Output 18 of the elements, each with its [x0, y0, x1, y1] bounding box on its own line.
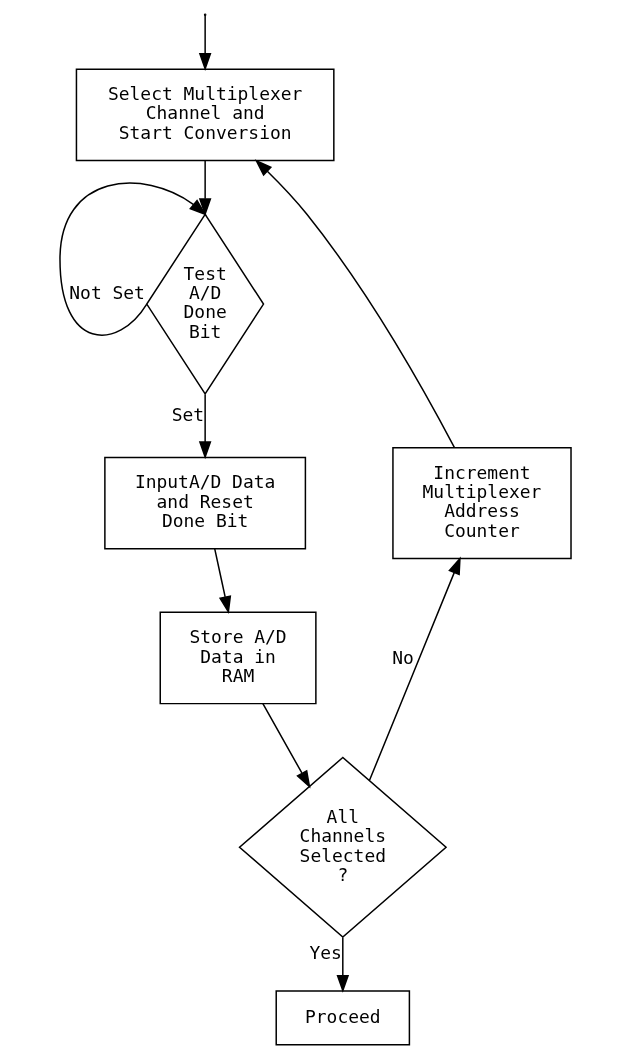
- edge-label: Not Set: [69, 282, 145, 304]
- edge-label: Set: [171, 403, 205, 425]
- node-box: Increment Multiplexer Address Counter: [392, 447, 572, 560]
- node-diamond: All Channels Selected ?: [238, 756, 448, 939]
- arrow: [254, 159, 456, 449]
- node-diamond: Test A/D Done Bit: [145, 212, 265, 396]
- arrow: [336, 936, 350, 993]
- node-box: Select Multiplexer Channel and Start Conversion: [75, 68, 335, 162]
- node-box: Proceed: [275, 990, 411, 1046]
- node-box: InputA/D Data and Reset Done Bit: [104, 456, 307, 550]
- arrow: [198, 393, 212, 460]
- node-box: Store A/D Data in RAM: [159, 611, 317, 705]
- edge-label: Yes: [309, 942, 342, 964]
- arrow: [214, 548, 232, 615]
- arrow: [368, 556, 461, 782]
- edge-label: No: [392, 646, 414, 668]
- arrow: [262, 702, 311, 789]
- arrow: [59, 182, 207, 336]
